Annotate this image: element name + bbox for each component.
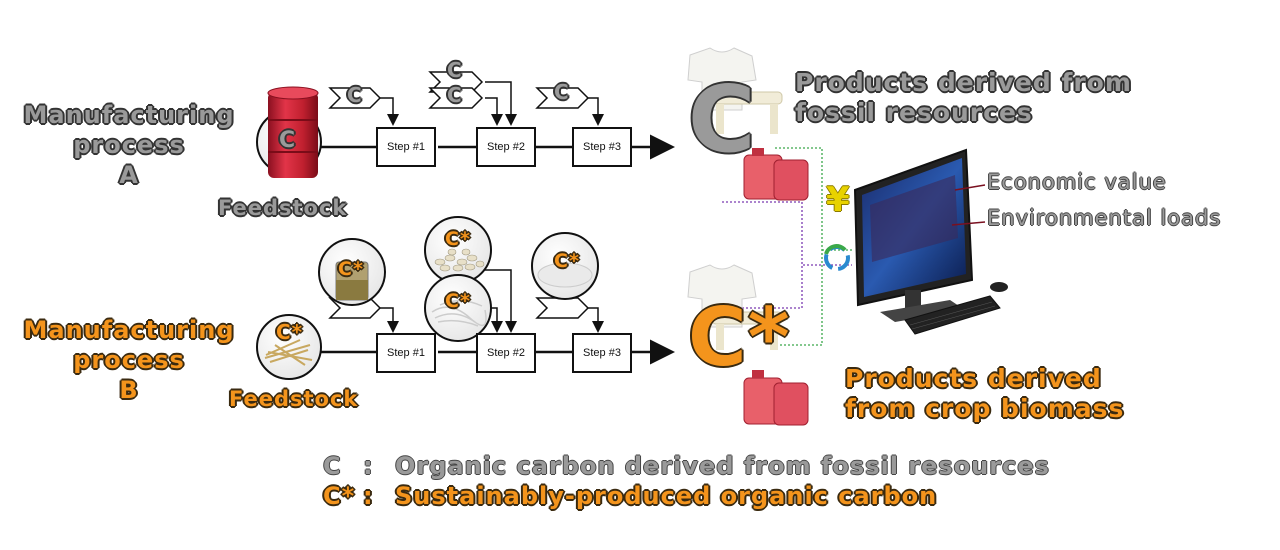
process-a-step-2: Step #2 [476, 127, 536, 167]
computer-monitor-icon [853, 148, 1008, 335]
process-a-input-2: C [447, 58, 463, 82]
process-b-step-3: Step #3 [572, 333, 632, 373]
process-a-step-1: Step #1 [376, 127, 436, 167]
process-b-title: Manufacturing process B [14, 315, 244, 405]
process-b-step-1: Step #1 [376, 333, 436, 373]
process-b-title-line2: process [73, 346, 185, 374]
process-a-input-4: C [554, 80, 570, 104]
products-a-label: Products derived from fossil resources [795, 68, 1132, 128]
process-b-input-1: C* [338, 258, 364, 280]
legend-c-separator: : [363, 452, 374, 480]
economic-value-label: Economic value [987, 170, 1167, 194]
process-a-title: Manufacturing process A [14, 100, 244, 190]
products-b-symbol: C* [688, 291, 791, 384]
feedstock-a-label: Feedstock [218, 196, 348, 220]
process-a-title-line1: Manufacturing [23, 101, 235, 129]
feedstock-a-barrel [256, 86, 322, 178]
legend-c-symbol: C [323, 452, 342, 480]
process-a-input-tags [328, 71, 590, 109]
products-a-symbol: C [688, 66, 757, 173]
products-b-images [687, 264, 809, 426]
process-a-flow [320, 81, 675, 160]
products-b-label-line1: Products derived [845, 364, 1102, 393]
process-b-title-line1: Manufacturing [23, 316, 235, 344]
legend-cstar-symbol: C* [323, 482, 356, 510]
process-b-biomass-circles [256, 216, 599, 380]
process-b-step-2: Step #2 [476, 333, 536, 373]
products-a-label-line2: fossil resources [795, 98, 1033, 127]
products-a-label-line1: Products derived from [795, 68, 1132, 97]
yen-icon: ¥ [826, 180, 851, 220]
feedstock-b-label: Feedstock [229, 387, 359, 411]
process-a-input-3: C [447, 83, 463, 107]
process-a-input-1: C [347, 83, 363, 107]
products-b-label: Products derived from crop biomass [845, 364, 1124, 424]
legend-cstar-text: Sustainably-produced organic carbon [395, 482, 938, 510]
products-a-images [687, 47, 809, 201]
process-b-title-line3: B [119, 376, 139, 404]
products-b-label-line2: from crop biomass [845, 394, 1125, 423]
recycle-icon [824, 244, 850, 271]
legend-c-text: Organic carbon derived from fossil resou… [395, 452, 1050, 480]
legend-cstar-separator: : [363, 482, 374, 510]
process-b-input-4: C* [554, 250, 580, 272]
feedstock-a-symbol: C [279, 128, 297, 153]
feedstock-b-symbol: C* [276, 320, 304, 344]
process-a-title-line2: process [73, 131, 185, 159]
process-a-title-line3: A [119, 161, 139, 189]
process-b-input-2: C* [445, 228, 471, 250]
environmental-loads-label: Environmental loads [987, 206, 1222, 230]
process-b-input-3: C* [445, 290, 471, 312]
process-a-step-3: Step #3 [572, 127, 632, 167]
